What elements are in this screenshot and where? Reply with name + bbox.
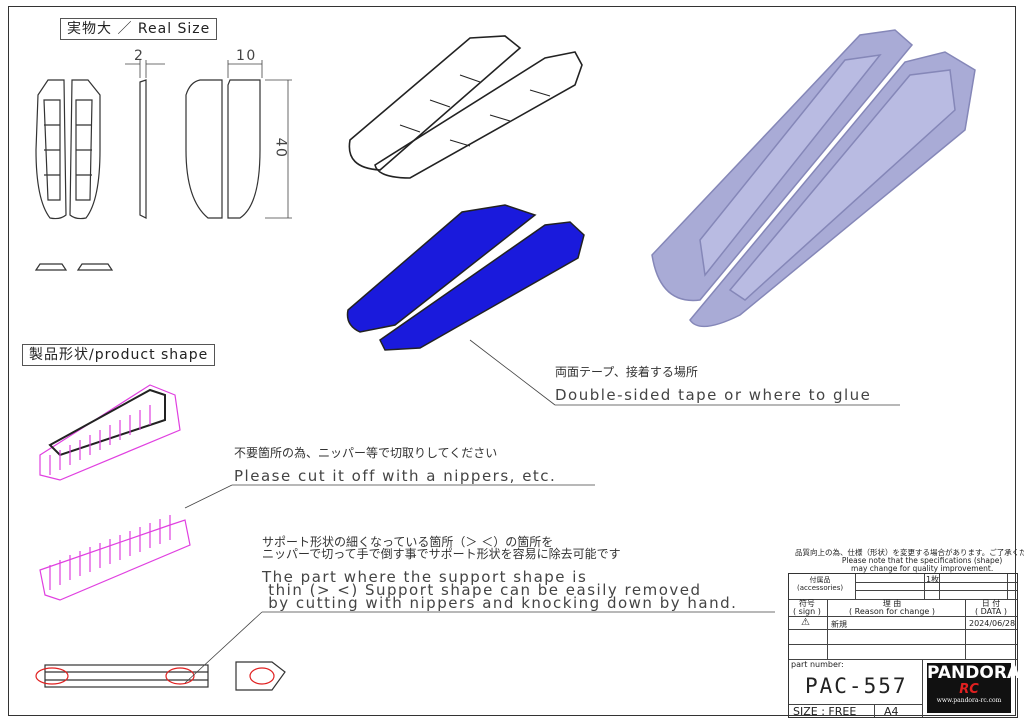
paper-size: A4 xyxy=(884,705,899,718)
dim-width: 10 xyxy=(236,48,257,64)
dimension-lines xyxy=(125,60,292,219)
isometric-line-view xyxy=(348,35,583,179)
date-jp: 日 付 xyxy=(981,599,1001,608)
part-number: PAC-557 xyxy=(805,674,908,698)
logo-sub: RC xyxy=(959,682,979,697)
reason-en: ( Reason for change ) xyxy=(849,607,936,616)
notice-jp: 品質向上の為、仕様（形状）を変更する場合があります。ご了承ください。 xyxy=(795,548,1024,557)
support-note-en: The part where the support shape is thin… xyxy=(262,568,738,612)
product-shape-label: 製品形状/product shape xyxy=(22,344,216,366)
title-block: 付属品(accessories) 1枚 符号( sign ) 理 由( Reas… xyxy=(788,573,1021,718)
sign-jp: 符号 xyxy=(798,599,815,608)
leader-lines xyxy=(184,339,900,684)
accessories-en: (accessories) xyxy=(797,584,844,592)
glue-area-view xyxy=(346,204,585,351)
real-size-front-view xyxy=(34,79,261,271)
shaded-3d-view xyxy=(651,29,976,328)
support-section-views xyxy=(35,661,286,691)
reason-jp: 理 由 xyxy=(882,599,902,608)
product-shape-views xyxy=(39,384,191,601)
size: SIZE : FREE xyxy=(793,705,857,718)
notice-en-1: Please note that the specifications (sha… xyxy=(841,556,1003,565)
support-note-jp: サポート形状の細くなっている箇所（＞ ＜）の箇所をニッパーで切って手で倒す事でサ… xyxy=(262,536,621,560)
notice-en-2: may change for quality improvement. xyxy=(851,564,994,573)
support-jp-line1: サポート形状の細くなっている箇所（＞ ＜）の箇所を xyxy=(262,535,554,549)
revision-date: 2024/06/28 xyxy=(969,619,1016,628)
accessory-count: 1枚 xyxy=(926,575,940,584)
cut-note-en: Please cut it off with a nippers, etc. xyxy=(234,467,557,485)
warning-triangle-icon: ⚠ xyxy=(801,617,810,628)
tape-note-jp: 両面テープ、接着する場所 xyxy=(555,365,698,379)
real-size-label: 実物大 ／ Real Size xyxy=(60,18,218,40)
notice: 品質向上の為、仕様（形状）を変更する場合があります。ご了承ください。 Pleas… xyxy=(795,549,1024,573)
support-jp-line2: ニッパーで切って手で倒す事でサポート形状を容易に除去可能です xyxy=(262,547,621,561)
support-en-line2: thin (> <) Support shape can be easily r… xyxy=(262,581,702,599)
logo-text: PANDORA xyxy=(927,663,1021,683)
tape-note-en: Double-sided tape or where to glue xyxy=(555,386,872,404)
date-en: ( DATA ) xyxy=(975,607,1007,616)
cut-note-jp: 不要箇所の為、ニッパー等で切取りしてください xyxy=(234,446,498,460)
logo-url: www.pandora-rc.com xyxy=(936,697,1002,704)
part-number-label: part number: xyxy=(791,660,844,669)
pandora-rc-logo: PANDORA RC www.pandora-rc.com xyxy=(927,663,1021,713)
support-en-line3: by cutting with nippers and knocking dow… xyxy=(262,594,738,612)
accessories-jp: 付属品 xyxy=(809,576,831,584)
dim-height: 40 xyxy=(272,137,289,159)
support-en-line1: The part where the support shape is xyxy=(262,568,588,586)
revision-reason: 新規 xyxy=(831,620,847,629)
sign-en: ( sign ) xyxy=(793,607,821,616)
drawing-frame xyxy=(8,6,1016,716)
dim-thickness: 2 xyxy=(134,48,145,64)
